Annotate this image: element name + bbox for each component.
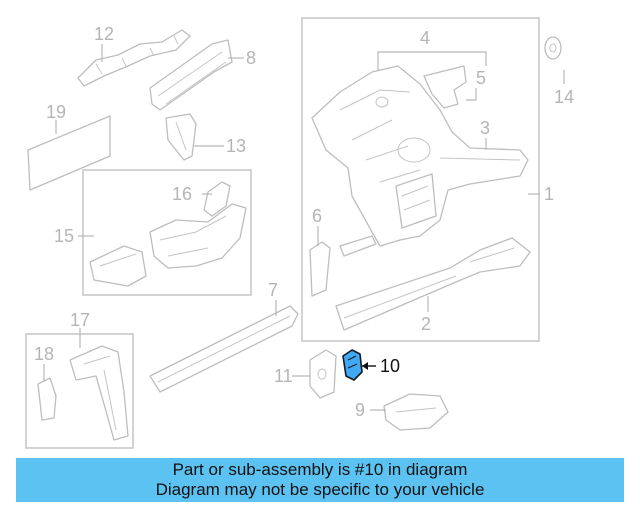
part-2-lower-rail (335, 235, 531, 331)
banner-line-1: Part or sub-assembly is #10 in diagram (172, 460, 468, 479)
part-13-bracket (165, 113, 197, 161)
part-15-housing (89, 203, 247, 287)
callout-8: 8 (246, 48, 256, 68)
callout-2: 2 (421, 314, 431, 334)
callout-7: 7 (268, 280, 278, 300)
banner-line-2: Diagram may not be specific to your vehi… (155, 480, 485, 499)
callout-13: 13 (226, 136, 246, 156)
part-17-pillar (69, 345, 129, 441)
callout-17: 17 (70, 310, 90, 330)
group-box-1 (301, 17, 540, 342)
part-18-bracket (37, 377, 57, 421)
callout-16: 16 (172, 184, 192, 204)
leader-lines (43, 44, 565, 411)
part-11-bracket (309, 349, 337, 399)
parts-diagram: 12 8 19 13 4 5 14 3 1 16 15 6 7 2 17 18 … (25, 17, 574, 449)
callout-4: 4 (420, 28, 430, 48)
callout-15: 15 (54, 226, 74, 246)
part-8-rail (149, 39, 233, 111)
part-6-reinforcement (309, 241, 331, 297)
callout-19: 19 (46, 102, 66, 122)
callout-14: 14 (554, 87, 574, 107)
callout-10: 10 (380, 356, 400, 376)
callout-12: 12 (94, 24, 114, 44)
part-16-bracket (203, 181, 231, 217)
callout-18: 18 (34, 344, 54, 364)
part-14-grommet (544, 36, 562, 60)
callout-3: 3 (480, 118, 490, 138)
part-9-bracket (383, 393, 449, 431)
callout-11: 11 (274, 366, 293, 386)
part-10-highlighted (342, 349, 363, 381)
part-19-panel (27, 115, 111, 191)
part-1-apron-assembly (311, 65, 529, 247)
group-box-15 (82, 169, 252, 296)
info-banner: Part or sub-assembly is #10 in diagram D… (16, 458, 624, 502)
part-12-bracket (77, 29, 191, 87)
callout-6: 6 (312, 206, 322, 226)
callout-5: 5 (476, 68, 486, 88)
callout-1: 1 (544, 184, 554, 204)
part-7-sill (149, 305, 299, 393)
callout-9: 9 (355, 400, 365, 420)
part-5-bracket (423, 65, 467, 109)
